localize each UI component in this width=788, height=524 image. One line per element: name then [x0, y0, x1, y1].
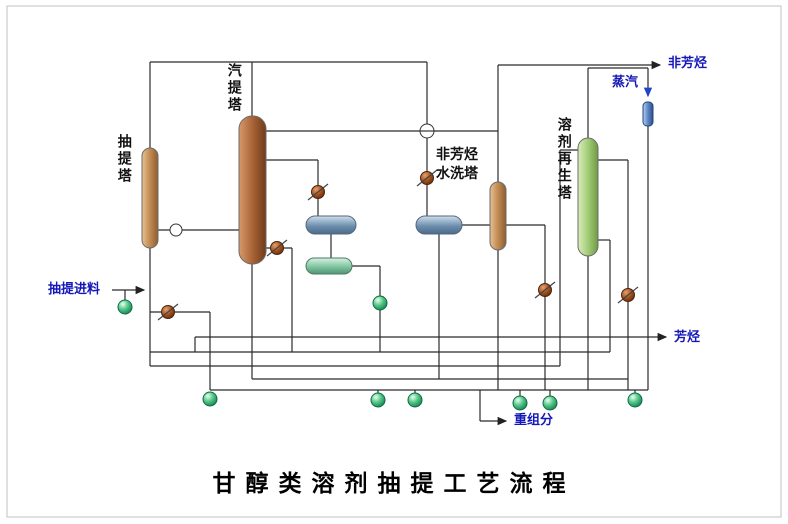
label-aromatics-stream: 芳烃 — [674, 329, 701, 344]
pump-icon — [202, 391, 218, 407]
label-feed-stream: 抽提进料 — [48, 281, 101, 296]
label-regeneration-tower: 溶剂再生塔 — [556, 117, 573, 202]
label-steam-stream: 蒸汽 — [612, 74, 639, 89]
image-border — [6, 5, 782, 518]
label-wash-tower-line1: 非芳烃 — [436, 146, 478, 162]
pump-icon — [407, 392, 423, 408]
water-drum — [305, 257, 353, 275]
instrument-circle-icon — [169, 223, 183, 237]
wash-tower — [489, 181, 507, 251]
valves — [157, 169, 639, 321]
pipe-network — [112, 60, 668, 426]
pump-icon — [512, 395, 528, 411]
pump-icon — [627, 392, 643, 408]
label-wash-tower-line2: 水洗塔 — [436, 165, 478, 181]
extraction-tower — [141, 147, 159, 249]
label-non-aromatics-stream: 非芳烃 — [668, 55, 708, 70]
stripper-tower — [238, 115, 267, 265]
valve-icon — [534, 281, 556, 299]
label-heavy-ends-stream: 重组分 — [514, 412, 554, 427]
reflux-drum-right — [415, 215, 463, 235]
regeneration-tower — [577, 137, 599, 257]
pump-icon — [542, 395, 558, 411]
pump-icon — [372, 295, 388, 311]
label-extraction-tower: 抽提塔 — [116, 134, 133, 185]
valve-icon — [157, 303, 179, 321]
valve-icon — [617, 286, 639, 304]
label-stripper-tower: 汽提塔 — [226, 63, 243, 114]
reflux-drum-left — [305, 215, 357, 235]
pumps — [117, 295, 643, 411]
pump-icon — [117, 299, 133, 315]
diagram-title: 甘醇类溶剂抽提工艺流程 — [212, 471, 576, 496]
pump-icon — [370, 392, 386, 408]
condenser — [642, 101, 654, 127]
valve-icon — [416, 169, 438, 187]
valve-icon — [307, 183, 329, 201]
valve-icon — [266, 239, 288, 257]
